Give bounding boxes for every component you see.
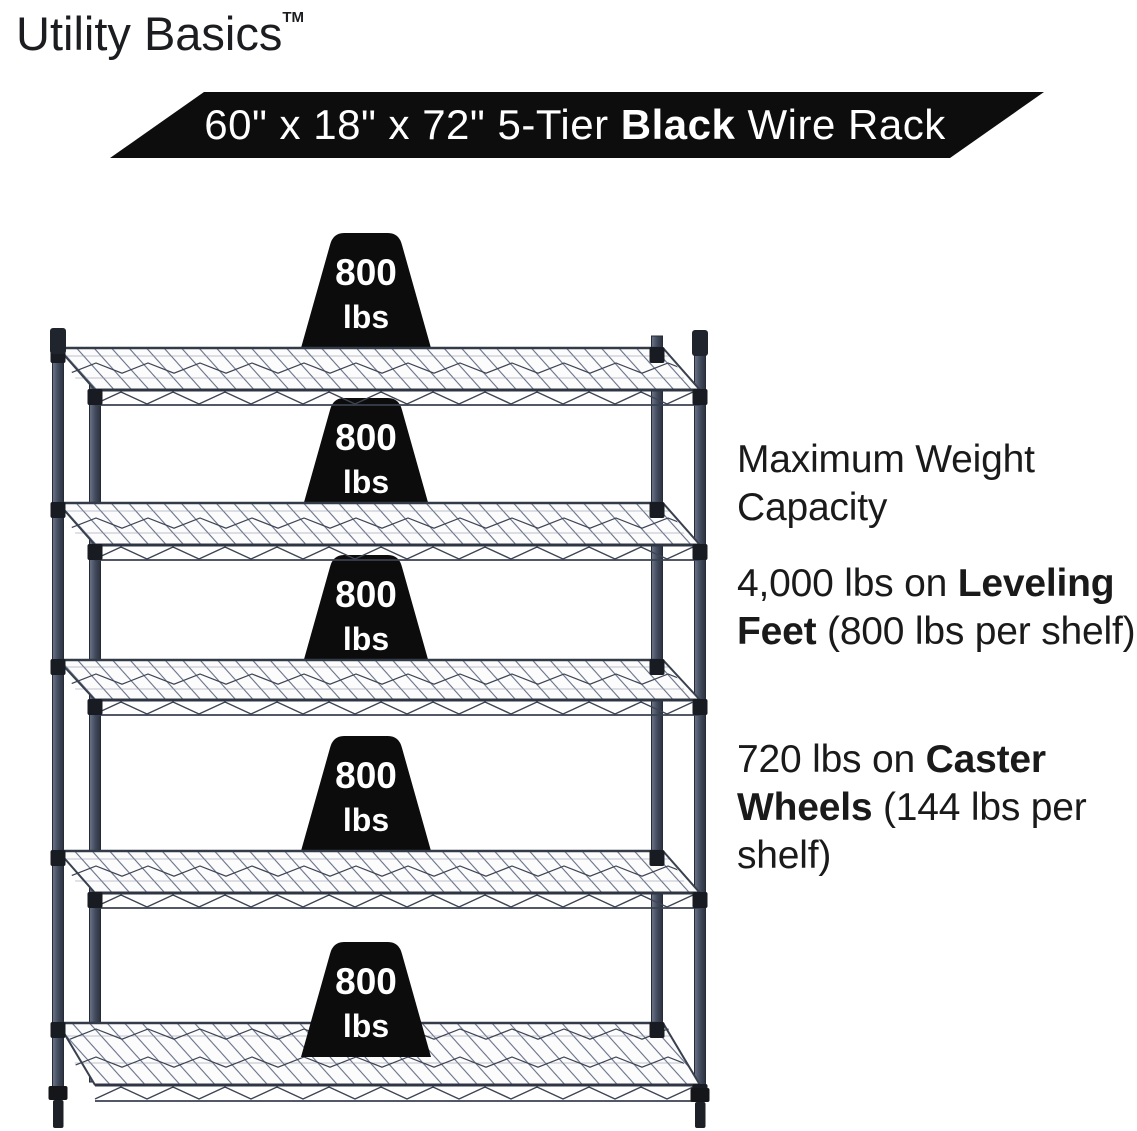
max-weight-heading: Maximum Weight Capacity <box>737 436 1137 532</box>
caster-wheels-capacity: 720 lbs on Caster Wheels (144 lbs per sh… <box>737 736 1137 880</box>
brand-name: Utility Basics <box>16 7 283 60</box>
leveling-foot-left <box>48 1086 68 1128</box>
weight-unit: lbs <box>343 802 389 838</box>
shelf-4 <box>56 849 702 909</box>
weight-value: 800 <box>335 417 397 458</box>
trademark-symbol: TM <box>282 9 305 26</box>
caster-post: (144 lbs per shelf) <box>737 786 1087 877</box>
leveling-foot-right <box>690 1088 710 1128</box>
leveling-bold: Leveling Feet <box>737 562 1115 653</box>
post-cap-left <box>50 328 66 354</box>
weight-markers: 800 lbs 800 lbs 800 lbs 800 lbs <box>301 233 431 851</box>
weight-unit: lbs <box>343 621 389 657</box>
post-back-left <box>52 331 64 1093</box>
weight-unit: lbs <box>343 1008 389 1044</box>
shelf-1 <box>56 346 702 406</box>
weight-value: 800 <box>335 755 397 796</box>
weight-value: 800 <box>335 252 397 293</box>
weight-marker-5: 800 lbs <box>301 942 431 1057</box>
banner-text-post: Wire Rack <box>735 101 946 148</box>
weight-marker-1: 800 lbs <box>301 233 431 348</box>
max-weight-heading-text: Maximum Weight Capacity <box>737 438 1035 529</box>
weight-marker-4: 800 lbs <box>301 736 431 851</box>
post-front-left <box>89 381 101 1083</box>
weight-unit: lbs <box>343 464 389 500</box>
post-cap-right <box>692 330 708 356</box>
weight-value: 800 <box>335 961 397 1002</box>
shelf-3 <box>56 658 702 716</box>
weight-value: 800 <box>335 574 397 615</box>
shelf-2 <box>56 501 702 561</box>
title-banner: 60" x 18" x 72" 5-Tier Black Wire Rack <box>110 92 1044 158</box>
weight-marker-3: 800 lbs <box>301 555 431 670</box>
banner-text-pre: 60" x 18" x 72" 5-Tier <box>204 101 621 148</box>
weight-marker-2: 800 lbs <box>301 398 431 513</box>
leveling-post: (800 lbs per shelf) <box>816 610 1136 653</box>
leveling-pre: 4,000 lbs on <box>737 562 958 605</box>
weight-unit: lbs <box>343 299 389 335</box>
shelf-collars <box>50 347 708 1100</box>
leveling-feet-capacity: 4,000 lbs on Leveling Feet (800 lbs per … <box>737 560 1137 656</box>
caster-bold: Caster Wheels <box>737 738 1046 829</box>
banner-text-bold: Black <box>620 101 736 148</box>
brand-logo: Utility BasicsTM <box>16 6 304 61</box>
caster-pre: 720 lbs on <box>737 738 926 781</box>
